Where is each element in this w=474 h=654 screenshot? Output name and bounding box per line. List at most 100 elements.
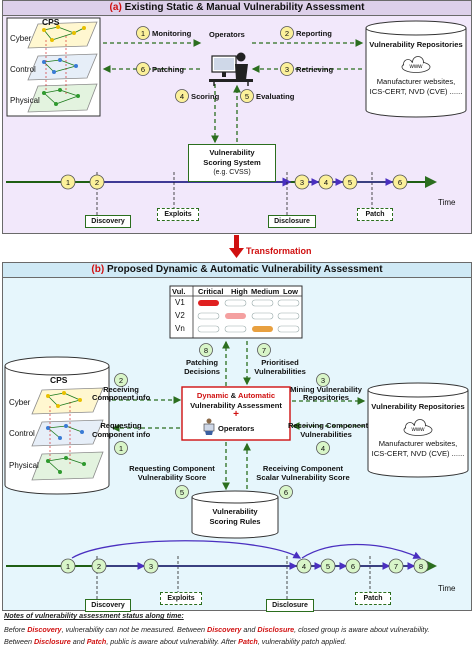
scoring-system-sub: (e.g. CVSS) [213,169,251,176]
center-box-plus: + [233,409,239,420]
table-row-v2: V2 [175,311,185,320]
timeline-a-step-2: 2 [94,178,100,187]
table-row-v1: V1 [175,298,185,307]
b-step-3: 3 [320,376,326,385]
notes-l2-f: Patch [238,637,258,646]
table-header-vul: Vul. [172,287,186,296]
mining-repositories-2: Repositories [303,393,349,402]
timeline-b-step-7: 7 [393,562,399,571]
b-step-6: 6 [283,488,289,497]
mining-repositories-1: Mining Vulnerability [290,385,362,394]
operator-icon [209,52,253,86]
timeline-a-step-4: 4 [323,178,329,187]
timeline-b-step-1: 1 [65,562,71,571]
panel-b-www-label: www [411,427,425,433]
b-step-1: 1 [118,444,124,453]
notes-l2-g: , vulnerability patch applied. [257,637,347,646]
evaluating-label: Evaluating [256,92,295,101]
center-box-operators: Operators [218,424,255,433]
notes-line-1: Before Discovery, vulnerability can not … [4,625,429,634]
exploits-label-b: Exploits [167,595,195,602]
patching-decisions-2: Decisions [184,367,220,376]
notes-l1-f: Disclosure [257,625,295,634]
panel-b-repo-title: Vulnerability Repositories [371,402,465,411]
transformation-arrow [229,235,244,258]
transformation-label: Transformation [246,246,312,256]
panel-a-layer-cyber: Cyber [10,34,32,43]
patch-label-b: Patch [363,595,383,602]
timeline-a-step-1: 1 [65,178,71,187]
scoring-system-box [188,144,276,182]
timeline-b-step-2: 2 [96,562,102,571]
scoring-rules-1: Vulnerability [212,507,258,516]
panel-b-cps-label: CPS [50,375,68,385]
discovery-label-b: Discovery [91,602,125,609]
patching-decisions-1: Patching [185,358,219,367]
scoring-label: Scoring [191,92,220,101]
panel-a-repo-line2: ICS-CERT, NVD (CVE) ...... [369,87,463,96]
receiving-component-info-1: Receiving [103,385,139,394]
requesting-score-1: Requesting Component [129,464,215,473]
panel-b-layer-physical: Physical [9,461,39,470]
b-step-8: 8 [203,346,209,355]
patch-box-a [357,208,393,221]
scoring-rules-2: Scoring Rules [209,517,261,526]
www-cloud-icon-a [401,56,431,73]
exploits-box-b [160,592,202,605]
patch-box-b [355,592,391,605]
b-step-2: 2 [118,376,124,385]
exploits-box-a [157,208,199,221]
notes-l2-b: Disclosure [33,637,71,646]
panel-b-title-prefix: (b) [91,264,105,275]
prioritised-vulnerabilities-2: Vulnerabilities [254,367,306,376]
timeline-a-step-6: 6 [397,178,403,187]
discovery-label-a: Discovery [91,218,125,225]
table-header-medium: Medium [251,287,280,296]
panel-a-cps-label: CPS [42,17,60,27]
step-5-badge: 5 [244,92,250,101]
panel-a-repo-title: Vulnerability Repositories [369,40,463,49]
panel-a-time-label: Time [438,198,456,207]
timeline-b-step-6: 6 [350,562,356,571]
center-automatic: Automatic [237,391,276,400]
panel-b-title-bar: (b) Proposed Dynamic & Automatic Vulnera… [3,263,471,278]
table-header-high: High [231,287,248,296]
scoring-system-title-1: Vulnerability [209,148,255,157]
step-3-badge: 3 [284,65,290,74]
scoring-system-title-2: Scoring System [203,158,261,167]
panel-a-title-prefix: (a) [109,2,122,13]
panel-a-layer-physical: Physical [10,96,40,105]
disclosure-label-b: Disclosure [272,602,308,609]
discovery-box-a [85,215,131,228]
panel-b-repo-line1: Manufacturer websites, [378,439,458,448]
table-header-low: Low [283,287,298,296]
disclosure-box-b [266,599,314,612]
panel-a-title: Existing Static & Manual Vulnerability A… [124,2,365,13]
panel-b-proposed-assessment: (b) Proposed Dynamic & Automatic Vulnera… [2,262,472,611]
panel-a-cps-box [6,17,101,117]
b-step-7: 7 [261,346,267,355]
b-step-5: 5 [179,488,185,497]
panel-a-repo-line1: Manufacturer websites, [376,77,456,86]
cps-layer-control [27,53,98,81]
retrieving-label: Retrieving [296,65,334,74]
notes-l1-g: , closed group is aware about vulnerabil… [294,625,430,634]
notes-l1-e: and [241,625,258,634]
discovery-box-b [85,599,131,612]
requesting-component-info-1: Requesting [100,421,142,430]
step-6-badge: 6 [140,65,146,74]
prioritised-vulnerabilities-1: Prioritised [261,358,299,367]
receiving-score-1: Receiving Component [262,464,344,473]
timeline-a-step-5: 5 [347,178,353,187]
monitoring-label: Monitoring [152,29,192,38]
panel-b-layer-control: Control [9,429,35,438]
cps-layer-cyber [27,21,98,49]
panel-b-layer-cyber: Cyber [9,398,31,407]
patching-label: Patching [152,65,185,74]
panel-a-layer-control: Control [10,65,36,74]
step-2-badge: 2 [284,29,290,38]
notes-l1-a: Before [4,625,28,634]
panel-b-repo-line2: ICS-CERT, NVD (CVE) ...... [371,449,465,458]
panel-a-timeline [6,172,437,215]
panel-b-title: Proposed Dynamic & Automatic Vulnerabili… [106,264,383,275]
